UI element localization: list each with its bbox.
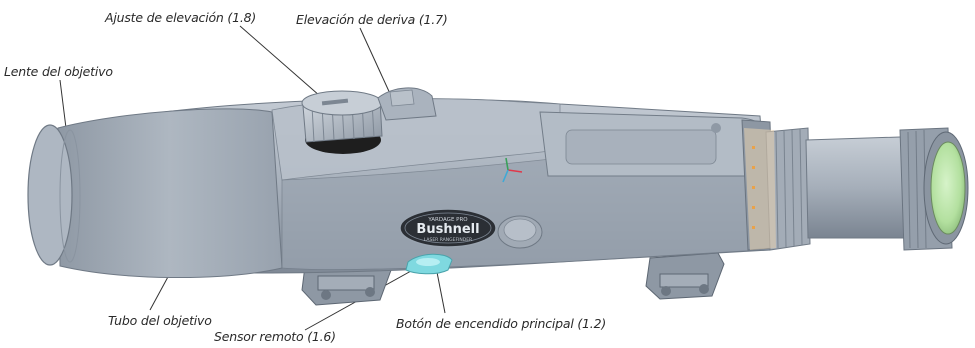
eyepiece <box>744 127 969 251</box>
label-elevacion-deriva: Elevación de deriva (1.7) <box>296 12 448 27</box>
leader-ajuste <box>239 25 321 97</box>
label-tubo-objetivo: Tubo del objetivo <box>108 313 212 328</box>
eyepiece-lens <box>930 141 966 235</box>
axis-marker <box>502 157 523 183</box>
scope-body <box>27 98 775 279</box>
logo-bottom-text: LASER RANGEFINDER <box>424 237 472 243</box>
windage-knob <box>377 87 437 121</box>
diopter-markings <box>752 146 755 229</box>
leader-lente <box>59 79 67 129</box>
label-lente-objetivo: Lente del objetivo <box>4 64 113 79</box>
logo-brand-text: Bushnell <box>416 222 479 237</box>
leader-deriva <box>359 27 393 99</box>
objective-lens <box>27 124 73 266</box>
power-button <box>497 215 543 249</box>
label-sensor-remoto: Sensor remoto (1.6) <box>214 329 336 344</box>
label-ajuste-elevacion: Ajuste de elevación (1.8) <box>105 10 257 25</box>
remote-sensor <box>405 253 453 275</box>
logo-top-text: YARDAGE PRO <box>427 217 468 223</box>
label-boton-encendido: Botón de encendido principal (1.2) <box>396 316 607 331</box>
brand-logo <box>399 208 497 248</box>
elevation-knob <box>301 90 383 154</box>
